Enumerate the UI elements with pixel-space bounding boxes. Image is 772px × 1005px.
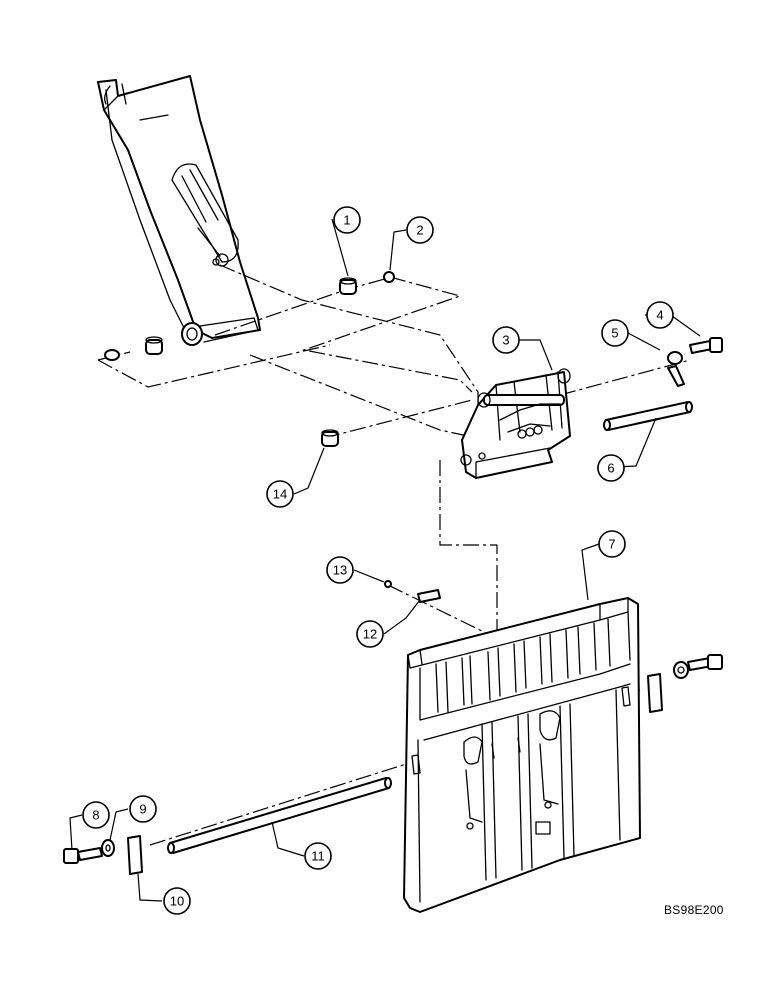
loader-arm <box>97 75 261 346</box>
callout-14: 14 <box>266 480 294 508</box>
callout-12: 12 <box>356 620 384 648</box>
callout-9-label: 9 <box>139 802 146 817</box>
callout-3-label: 3 <box>502 333 509 348</box>
callout-4: 4 <box>646 301 674 329</box>
callout-12-label: 12 <box>363 627 377 642</box>
washer-9 <box>101 839 115 857</box>
bolt-4 <box>689 337 723 354</box>
callout-1: 1 <box>333 206 361 234</box>
plate-12 <box>417 589 441 603</box>
left-pin-hardware <box>104 336 163 361</box>
shaft-11 <box>167 777 392 854</box>
screw-13 <box>384 580 392 588</box>
bushing-1 <box>339 277 357 295</box>
callout-7-label: 7 <box>608 537 615 552</box>
pin-6 <box>603 401 693 431</box>
callout-13-label: 13 <box>333 563 347 578</box>
right-side-hardware <box>647 654 723 713</box>
callout-1-label: 1 <box>343 213 350 228</box>
callout-4-label: 4 <box>656 308 663 323</box>
callout-10-label: 10 <box>170 894 184 909</box>
callout-3: 3 <box>492 326 520 354</box>
bushing-14 <box>321 429 339 447</box>
callout-11: 11 <box>304 842 332 870</box>
callout-10: 10 <box>163 887 191 915</box>
bolt-8 <box>63 847 103 864</box>
carriage-frame-7 <box>403 597 641 913</box>
callout-7: 7 <box>598 530 626 558</box>
callout-5-label: 5 <box>611 326 618 341</box>
callout-13: 13 <box>326 556 354 584</box>
ring-2 <box>383 271 395 283</box>
callout-5: 5 <box>601 319 629 347</box>
callout-6-label: 6 <box>607 461 614 476</box>
callout-9: 9 <box>129 795 157 823</box>
callout-11-label: 11 <box>311 849 325 864</box>
retainer-5 <box>667 351 685 387</box>
callout-8-label: 8 <box>92 808 99 823</box>
coupler-bracket-3 <box>460 368 571 479</box>
callout-6: 6 <box>597 454 625 482</box>
callout-2: 2 <box>406 216 434 244</box>
strap-10 <box>127 835 143 875</box>
callout-14-label: 14 <box>273 487 287 502</box>
callout-8: 8 <box>82 801 110 829</box>
callout-2-label: 2 <box>416 223 423 238</box>
drawing-reference-code: BS98E200 <box>664 903 724 917</box>
